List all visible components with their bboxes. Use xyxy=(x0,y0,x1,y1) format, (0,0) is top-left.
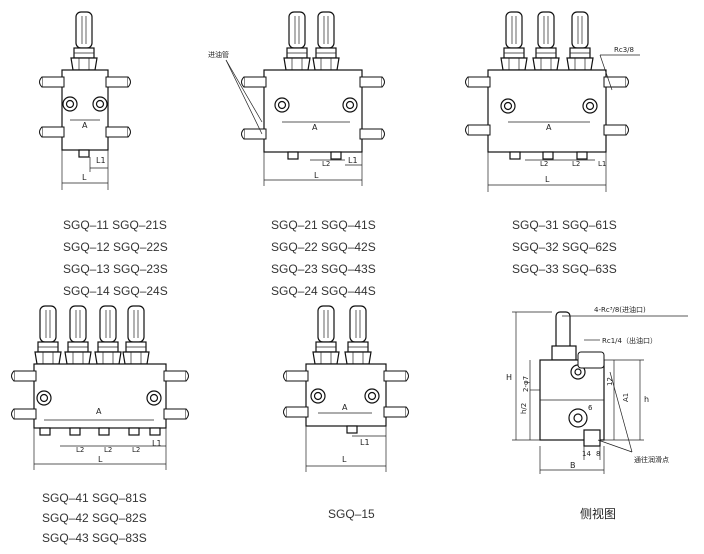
dim-l2-b: L2 xyxy=(572,160,580,168)
dim-a: A xyxy=(312,123,318,132)
dim-l: L xyxy=(98,455,103,464)
model-sgq15: SGQ–15 xyxy=(328,507,375,521)
model-line: SGQ–41 SGQ–81S xyxy=(42,491,147,505)
dim-6: 6 xyxy=(588,404,593,412)
hole-dia-label: 2-φ7 xyxy=(522,376,530,392)
lube-point-label: 通往润滑点 xyxy=(634,455,669,464)
model-line: SGQ–24 SGQ–44S xyxy=(271,284,376,298)
rc38-label: Rc3/8 xyxy=(614,46,634,54)
dim-a: A xyxy=(96,407,102,416)
distributor-2-outlet: A L2 L1 L 进油管 xyxy=(208,11,385,186)
dim-h: h xyxy=(644,395,649,404)
model-line: SGQ–12 SGQ–22S xyxy=(63,240,168,254)
side-view-caption: 侧视图 xyxy=(580,506,616,521)
model-line: SGQ–21 SGQ–41S xyxy=(271,218,376,232)
model-line: SGQ–14 SGQ–24S xyxy=(63,284,168,298)
distributor-3-outlet: A L2 L2 L1 L Rc3/8 xyxy=(465,11,640,192)
distributor-4-outlet: A L2 L2 L2 L1 L xyxy=(11,305,189,470)
dim-l: L xyxy=(545,175,550,184)
model-line: SGQ–13 SGQ–23S xyxy=(63,262,168,276)
dim-a1: A1 xyxy=(622,393,630,402)
dim-12: 12 xyxy=(606,377,614,386)
dim-l2-a: L2 xyxy=(540,160,548,168)
model-line: SGQ–11 SGQ–21S xyxy=(63,218,167,232)
dim-14: 14 xyxy=(582,450,591,458)
inlet-pipe-label: 进油管 xyxy=(208,50,229,59)
distributor-sgq15: A L1 L xyxy=(283,305,409,472)
dim-8: 8 xyxy=(596,450,600,458)
model-line: SGQ–22 SGQ–42S xyxy=(271,240,376,254)
outlet-port-label: Rc1/4（出油口） xyxy=(602,336,657,345)
dim-l1: L1 xyxy=(96,156,106,165)
dim-l2-a: L2 xyxy=(76,446,84,454)
dim-l1: L1 xyxy=(348,156,358,165)
dim-a: A xyxy=(82,121,88,130)
model-line: SGQ–33 SGQ–63S xyxy=(512,262,617,276)
dim-b: B xyxy=(570,461,576,470)
dim-h2: h/2 xyxy=(520,403,528,414)
caption-group-1: SGQ–11 SGQ–21S SGQ–12 SGQ–22S SGQ–13 SGQ… xyxy=(63,218,168,298)
dim-l2-b: L2 xyxy=(104,446,112,454)
side-view: 4-Rc³/8(进油口) Rc1/4（出油口） 通往润滑点 2-φ7 H h h… xyxy=(506,305,688,474)
dim-a: A xyxy=(546,123,552,132)
model-line: SGQ–43 SGQ–83S xyxy=(42,531,147,545)
model-line: SGQ–31 SGQ–61S xyxy=(512,218,617,232)
model-line: SGQ–42 SGQ–82S xyxy=(42,511,147,525)
model-line: SGQ–23 SGQ–43S xyxy=(271,262,376,276)
caption-group-3: SGQ–31 SGQ–61S SGQ–32 SGQ–62S SGQ–33 SGQ… xyxy=(512,218,617,276)
caption-group-4: SGQ–41 SGQ–81S SGQ–42 SGQ–82S SGQ–43 SGQ… xyxy=(42,491,147,545)
dim-l: L xyxy=(82,173,87,182)
caption-group-2: SGQ–21 SGQ–41S SGQ–22 SGQ–42S SGQ–23 SGQ… xyxy=(271,218,376,298)
inlet-port-label: 4-Rc³/8(进油口) xyxy=(594,305,646,314)
dim-l2: L2 xyxy=(322,160,330,168)
distributor-1-outlet: A L1 L xyxy=(39,11,131,190)
dim-l2-c: L2 xyxy=(132,446,140,454)
dim-l: L xyxy=(314,171,319,180)
dim-l1: L1 xyxy=(360,438,370,447)
dim-l: L xyxy=(342,455,347,464)
model-line: SGQ–32 SGQ–62S xyxy=(512,240,617,254)
dim-a: A xyxy=(342,403,348,412)
dim-l1: L1 xyxy=(152,439,162,448)
dim-l1: L1 xyxy=(598,160,606,168)
dim-h-cap: H xyxy=(506,373,512,382)
